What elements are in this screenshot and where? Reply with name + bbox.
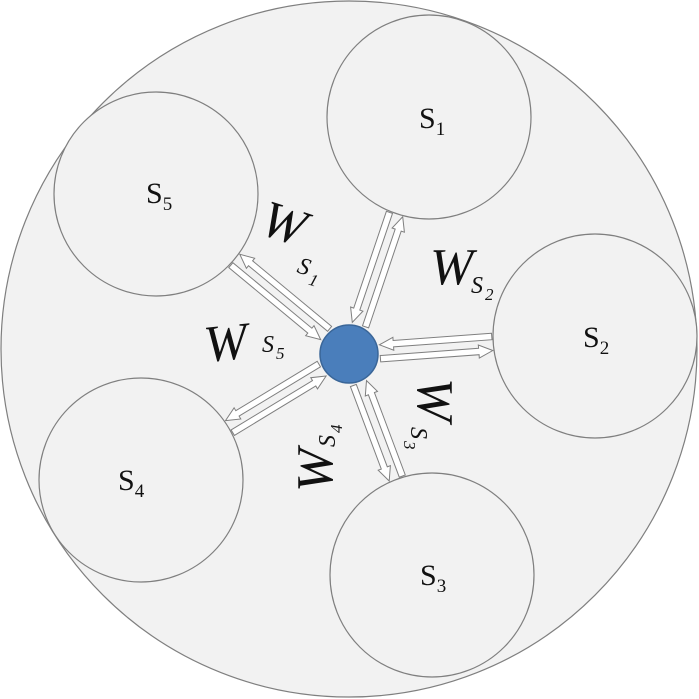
satellite-s3-label: S3 <box>420 559 446 597</box>
svg-text:W: W <box>430 239 478 296</box>
satellite-s5-circle <box>53 91 259 297</box>
svg-text:W: W <box>287 444 344 492</box>
arrow-hub-to-s4 <box>224 360 322 422</box>
satellite-s1-label: S1 <box>419 102 445 140</box>
arrow-hub-to-s1 <box>361 215 405 329</box>
svg-text:S3: S3 <box>400 427 431 450</box>
flow-label-ws3-sub: S3 <box>400 427 431 450</box>
arrow-hub-to-s2 <box>379 344 494 363</box>
hub-node <box>319 324 379 384</box>
satellite-s1-circle <box>326 14 532 220</box>
arrow-s5-to-hub <box>228 261 322 341</box>
satellite-s5-label: S5 <box>146 177 172 215</box>
satellite-s4-circle <box>38 377 244 583</box>
svg-text:S2: S2 <box>471 273 494 304</box>
flow-label-ws4: W <box>287 444 344 492</box>
arrow-s2-to-hub <box>378 332 493 351</box>
svg-text:S4: S4 <box>315 424 346 447</box>
arrow-s3-to-hub <box>364 379 406 478</box>
flow-label-ws3: W <box>406 378 463 426</box>
satellite-s2-label: S2 <box>583 321 609 359</box>
arrow-hub-to-s5 <box>238 253 333 333</box>
svg-text:W: W <box>406 378 463 426</box>
satellite-s3-circle <box>329 472 535 678</box>
svg-text:S5: S5 <box>262 332 285 363</box>
satellite-s2-circle <box>492 233 698 439</box>
arrow-s1-to-hub <box>350 210 394 324</box>
arrow-hub-to-s3 <box>349 383 391 483</box>
satellite-s4-label: S4 <box>118 464 145 502</box>
flow-label-ws2: W <box>430 239 478 296</box>
flow-arrows <box>224 210 494 483</box>
arrow-s4-to-hub <box>230 375 328 437</box>
flow-label-ws4-sub: S4 <box>315 424 346 447</box>
